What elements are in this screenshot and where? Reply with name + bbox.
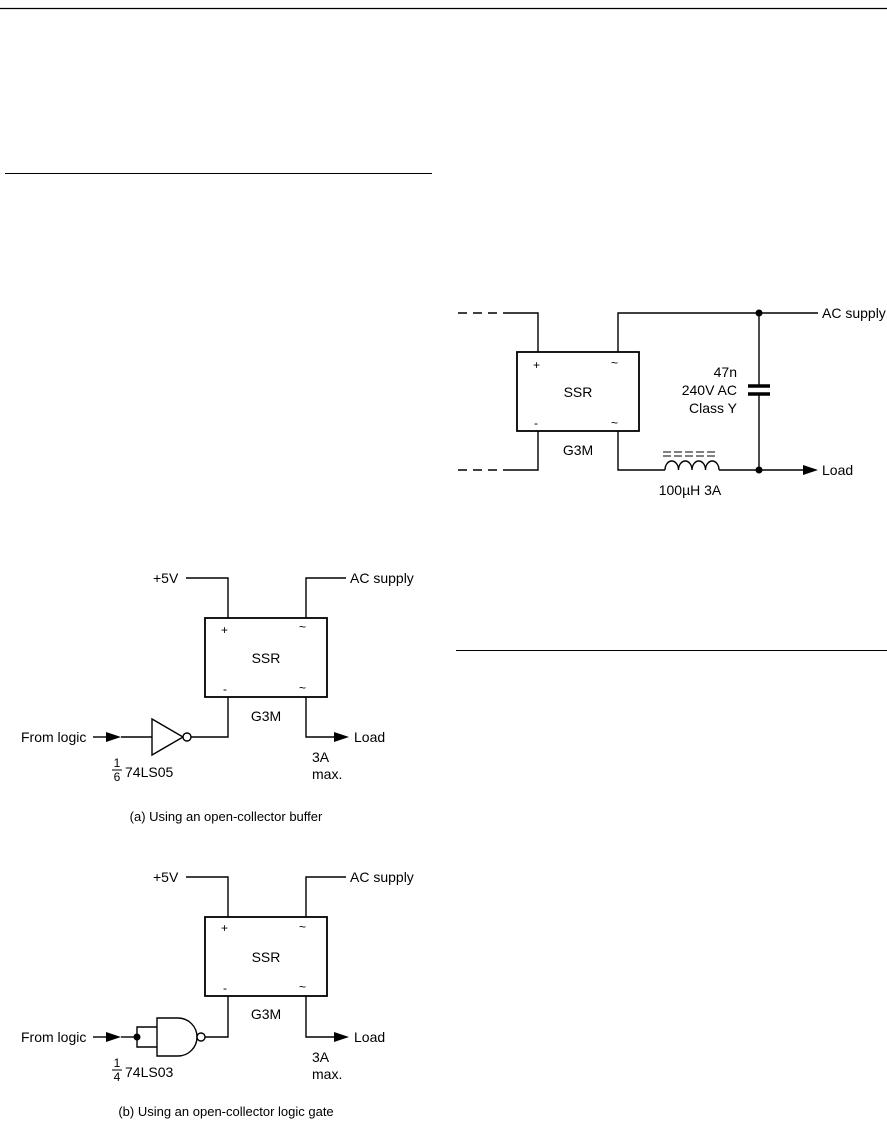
ssr-plus-terminal: +: [221, 623, 228, 637]
chip-label: 74LS03: [125, 1064, 173, 1080]
load-rating-line-1: 3A: [312, 1049, 330, 1065]
ssr-minus-terminal: -: [223, 682, 227, 696]
fraction-numerator: 1: [114, 756, 121, 770]
ssr-minus-terminal: -: [534, 416, 538, 430]
fraction-denominator: 4: [114, 1070, 121, 1084]
vcc-label: +5V: [153, 570, 179, 586]
ssr-label: SSR: [564, 384, 593, 400]
gate-output-wire: [205, 996, 229, 1038]
input-minus-wire: [508, 431, 539, 471]
capacitor-class-label: Class Y: [689, 400, 738, 416]
ssr-ac-terminal-top: ~: [299, 920, 306, 934]
ac-supply-wire: [305, 876, 346, 917]
load-rating-line-1: 3A: [312, 749, 330, 765]
load-wire: [305, 996, 334, 1038]
ssr-ac-terminal-bottom: ~: [299, 681, 306, 695]
load-rating-line-2: max.: [312, 1066, 342, 1082]
ssr-part-label: G3M: [251, 1006, 281, 1022]
ssr-box: [204, 916, 328, 997]
input-label: From logic: [21, 729, 86, 745]
ssr-box: [204, 617, 328, 698]
vcc-wire: [186, 876, 229, 917]
load-label: Load: [354, 1029, 385, 1045]
buffer-triangle: [151, 717, 185, 757]
load-rating-line-2: max.: [312, 766, 342, 782]
buffer-output-wire: [191, 697, 229, 738]
ssr-box: [516, 351, 640, 432]
nand-output-bubble: [196, 1032, 206, 1042]
input-arrow: [106, 1032, 121, 1042]
ac-supply-label: AC supply: [822, 305, 886, 321]
load-wire-left: [617, 431, 665, 471]
fraction-numerator: 1: [114, 1056, 121, 1070]
ac-supply-wire: [305, 577, 346, 618]
capacitor-voltage-label: 240V AC: [682, 382, 737, 398]
ssr-part-label: G3M: [563, 442, 593, 458]
chip-label: 74LS05: [125, 764, 173, 780]
figure-a-diagram: +5V AC supply SSR + - ~ ~ G3M From logic…: [21, 570, 414, 824]
input-label: From logic: [21, 1029, 86, 1045]
buffer-output-bubble: [182, 732, 192, 742]
inductor-coil: [664, 460, 720, 471]
nand-gate-body: [156, 1017, 198, 1057]
input-plus-wire: [508, 312, 539, 352]
ssr-label: SSR: [252, 650, 281, 666]
figure-b-diagram: +5V AC supply SSR + - ~ ~ G3M From logic…: [21, 869, 414, 1119]
figure-a-caption: (a) Using an open-collector buffer: [130, 809, 323, 824]
ssr-ac-terminal-top: ~: [299, 620, 306, 634]
load-wire: [305, 697, 334, 738]
vcc-wire: [186, 577, 229, 618]
load-label: Load: [354, 729, 385, 745]
inductor-core-symbol: [663, 451, 715, 457]
load-label: Load: [822, 462, 853, 478]
load-arrow: [334, 732, 349, 742]
input-arrow: [106, 732, 121, 742]
inductor-label: 100µH 3A: [659, 482, 722, 498]
load-arrow: [803, 465, 818, 475]
vcc-label: +5V: [153, 869, 179, 885]
ssr-ac-terminal-top: ~: [611, 356, 618, 370]
ssr-plus-terminal: +: [533, 358, 540, 372]
fraction-denominator: 6: [114, 770, 121, 784]
ssr-label: SSR: [252, 949, 281, 965]
ssr-ac-terminal-bottom: ~: [299, 980, 306, 994]
gate-input-a-wire: [136, 1026, 157, 1037]
ssr-minus-terminal: -: [223, 981, 227, 995]
capacitor-value-label: 47n: [714, 364, 737, 380]
figure-b-caption: (b) Using an open-collector logic gate: [118, 1104, 333, 1119]
gate-input-b-wire: [136, 1037, 157, 1048]
ssr-part-label: G3M: [251, 708, 281, 724]
snubber-circuit-diagram: AC supply 47n 240V AC Class Y SSR + - ~ …: [458, 305, 886, 498]
ac-supply-label: AC supply: [350, 869, 414, 885]
ac-supply-label: AC supply: [350, 570, 414, 586]
ssr-plus-terminal: +: [221, 921, 228, 935]
load-junction-dot: [755, 466, 763, 474]
ac-supply-wire: [617, 312, 818, 352]
load-arrow: [334, 1032, 349, 1042]
ssr-ac-terminal-bottom: ~: [611, 416, 618, 430]
